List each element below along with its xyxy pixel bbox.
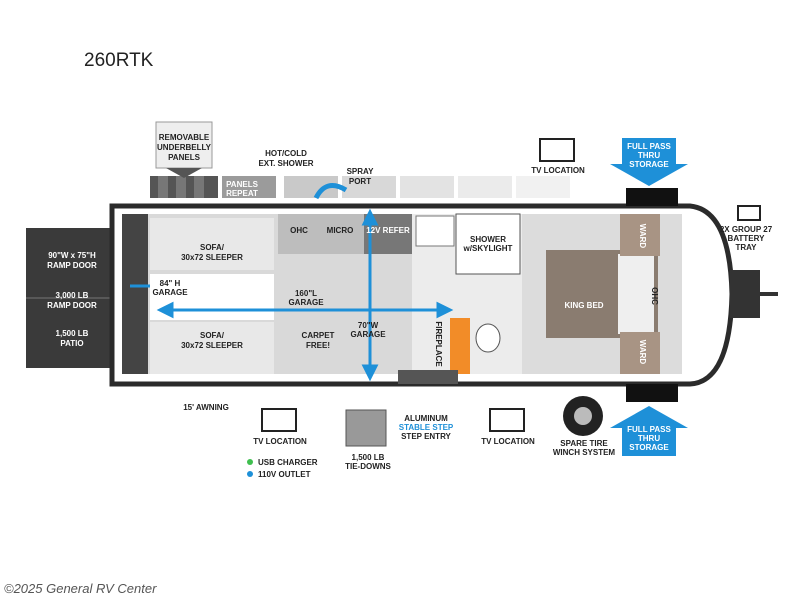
ramp-lb-line1: 3,000 LB [56,291,89,300]
spray-port-line2: PORT [349,177,371,186]
sofa-top [150,218,274,270]
legend-usb: USB CHARGER [258,458,318,467]
step-line1: ALUMINUM [404,414,448,423]
garage-h-line1: 84" H [160,279,181,288]
outlet-dot [247,471,253,477]
front-storage-top [626,188,678,206]
spare-line2: WINCH SYSTEM [553,448,616,457]
full-pass-bottom-line3: STORAGE [629,443,669,452]
carpet-free-line1: CARPET [302,331,335,340]
full-pass-top-line3: STORAGE [629,160,669,169]
ramp-door-line2: RAMP DOOR [47,261,97,270]
underbelly-panels-strip [150,176,570,198]
rear-wall-dark [122,214,148,374]
legend-outlet: 110V OUTLET [258,470,311,479]
sofa-bottom-line1: SOFA/ [200,331,225,340]
ward-top: WARD [638,224,647,249]
tv-location-right: TV LOCATION [481,437,535,446]
shower-line2: w/SKYLIGHT [463,244,513,253]
micro-label: MICRO [327,226,354,235]
carpet-free-line2: FREE! [306,341,330,350]
copyright-footer: ©2025 General RV Center [4,581,157,596]
garage-l-line2: GARAGE [288,298,324,307]
hot-cold-line1: HOT/COLD [265,149,307,158]
battery-line3: TRAY [735,243,757,252]
tv-location-left: TV LOCATION [253,437,307,446]
battery-tray [730,270,760,318]
patio-line2: PATIO [60,339,83,348]
king-bed-label: KING BED [564,301,603,310]
wardrobe-bottom [620,332,660,374]
down-arrow-icon [166,168,202,178]
tv-icon-right [489,408,525,432]
battery-icon [737,205,761,221]
tiedowns-line2: TIE-DOWNS [345,462,391,471]
tie-down-icon [345,409,387,447]
refer-label: 12V REFER [366,226,410,235]
panels-repeat-line1: PANELS [226,180,259,189]
full-pass-top-line2: THRU [638,151,660,160]
patio-line1: 1,500 LB [56,329,89,338]
tv-icon-left [261,408,297,432]
underbelly-line1: REMOVABLE [159,133,210,142]
fireplace-label: FIREPLACE [434,321,443,367]
tv-icon-top [539,138,575,162]
ward-bottom: WARD [638,340,647,365]
underbelly-label-box [155,121,213,169]
full-pass-top-line1: FULL PASS [627,142,671,151]
step-line2: STABLE STEP [399,423,454,432]
fireplace [450,318,470,374]
full-pass-storage-arrow-bottom [610,406,688,456]
shower-line1: SHOWER [470,235,506,244]
tiedowns-line1: 1,500 LB [352,453,385,462]
garage-w-line2: GARAGE [350,330,386,339]
panels-repeat-line2: REPEAT [226,189,258,198]
garage-dimension-arrows [130,208,454,382]
hot-cold-line2: EXT. SHOWER [258,159,313,168]
toilet [475,323,501,353]
tv-location-top: TV LOCATION [531,166,585,175]
full-pass-bottom-line1: FULL PASS [627,425,671,434]
garage-l-line1: 160"L [295,289,317,298]
underbelly-line3: PANELS [168,153,201,162]
step-line3: STEP ENTRY [401,432,451,441]
shower-stall [455,213,521,275]
usb-charger-dot [247,459,253,465]
spray-hose-icon [313,183,348,200]
ramp-door-line1: 90"W x 75"H [48,251,96,260]
underbelly-line2: UNDERBELLY [157,143,212,152]
battery-line1: 2X GROUP 27 [720,225,773,234]
full-pass-bottom-line2: THRU [638,434,660,443]
wardrobe-top [620,214,660,256]
sofa-top-line2: 30x72 SLEEPER [181,253,243,262]
ohc-galley: OHC [290,226,308,235]
ramp-lb-line2: RAMP DOOR [47,301,97,310]
model-name: 260RTK [84,50,154,71]
full-pass-storage-arrow-top [610,138,688,186]
garage-w-line1: 70"W [358,321,379,330]
sofa-bottom-line2: 30x72 SLEEPER [181,341,243,350]
sofa-top-line1: SOFA/ [200,243,225,252]
entry-step [398,370,458,384]
garage-h-line2: GARAGE [152,288,188,297]
battery-line2: BATTERY [728,234,766,243]
ohc-bedroom: OHC [650,287,659,305]
spray-port-line1: SPRAY [347,167,374,176]
sofa-bottom [150,322,274,374]
bathroom-sink [415,215,455,247]
front-storage-bottom [626,384,678,402]
spare-line1: SPARE TIRE [560,439,608,448]
awning-label: 15' AWNING [183,403,229,412]
